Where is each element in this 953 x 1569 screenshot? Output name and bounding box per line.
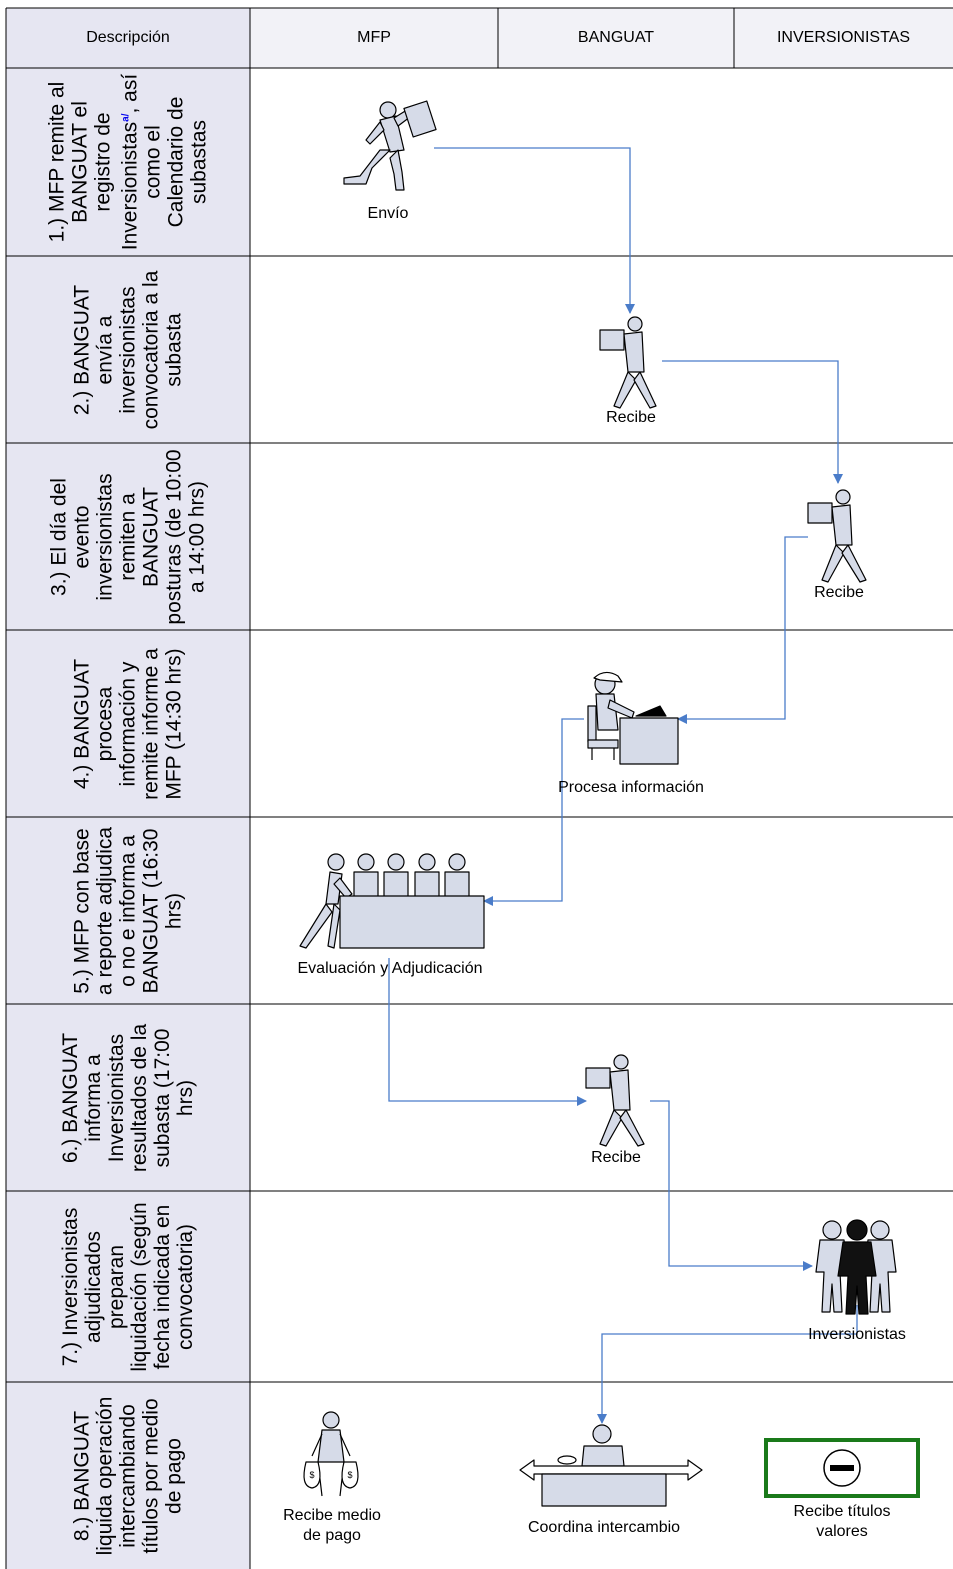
dollar-sign: $ (347, 1470, 352, 1480)
description-cell-6: 6.) BANGUAT informa a Inversionistas res… (6, 1004, 250, 1191)
connector-envio-to-recibe (434, 147, 635, 314)
step-8-text: 8.) BANGUAT liquida operación intercambi… (70, 1396, 186, 1555)
receiving-person-icon (599, 316, 657, 409)
computer-worker-icon (587, 671, 679, 765)
dollar-sign: $ (309, 1470, 314, 1480)
header-background (250, 8, 953, 68)
label-recibe-step2: Recibe (606, 409, 656, 426)
step-7-text: 7.) Inversionistas adjudicados preparan … (59, 1201, 197, 1372)
money-bags-icon (303, 1411, 359, 1497)
description-cell-4: 4.) BANGUAT procesa información y remite… (6, 630, 250, 817)
table-grid (5, 7, 953, 1569)
label-procesa-informacion: Procesa información (558, 779, 704, 796)
connector-evaluacion-to-recibe (388, 958, 587, 1106)
header-mfp: MFP (357, 29, 391, 46)
connector-recibe-to-inversionistas (650, 1100, 813, 1271)
description-cell-2: 2.) BANGUAT envía a inversionistas convo… (6, 256, 250, 443)
coordinator-desk-icon (519, 1424, 703, 1507)
label-inversionistas: Inversionistas (808, 1326, 906, 1343)
footnote-marker: a/ (120, 113, 132, 122)
label-envio: Envío (367, 205, 409, 222)
securities-certificate-icon (764, 1438, 920, 1498)
running-person-icon (343, 100, 437, 191)
receiving-person-icon (585, 1054, 645, 1147)
investors-group-icon (815, 1219, 897, 1315)
label-recibe-step3: Recibe (814, 584, 864, 601)
connector-procesa-to-evaluacion (483, 718, 584, 906)
step-5-text: 5.) MFP con base a reporte adjudica o no… (70, 826, 186, 995)
connector-inversionistas-to-coordina (597, 1305, 858, 1424)
description-cell-7: 7.) Inversionistas adjudicados preparan … (6, 1191, 250, 1382)
label-evaluacion-adjudicacion: Evaluación y Adjudicación (297, 960, 483, 977)
step-4-text: 4.) BANGUAT procesa información y remite… (70, 647, 186, 800)
receiving-person-icon (807, 489, 867, 583)
connector-recibe-to-recibe (662, 360, 843, 484)
header-inversionistas: INVERSIONISTAS (776, 29, 911, 46)
description-cell-5: 5.) MFP con base a reporte adjudica o no… (6, 817, 250, 1004)
step-2-text: 2.) BANGUAT envía a inversionistas convo… (70, 270, 186, 429)
description-cell-8: 8.) BANGUAT liquida operación intercambi… (6, 1382, 250, 1569)
step-1-text: 1.) MFP remite al BANGUAT el registro de… (45, 73, 211, 251)
description-column-background (6, 8, 250, 1569)
step-3-text: 3.) El día del evento inversionistas rem… (47, 448, 209, 625)
committee-icon (299, 853, 485, 949)
description-cell-3: 3.) El día del evento inversionistas rem… (6, 443, 250, 630)
description-cell-1: 1.) MFP remite al BANGUAT el registro de… (6, 68, 250, 256)
step-6-text: 6.) BANGUAT informa a Inversionistas res… (59, 1023, 197, 1172)
header-banguat: BANGUAT (577, 29, 655, 46)
header-description: Descripción (86, 29, 170, 46)
label-coordina-intercambio: Coordina intercambio (527, 1519, 681, 1536)
label-recibe-step6: Recibe (591, 1149, 641, 1166)
connector-recibe-to-procesa (677, 536, 808, 724)
flow-connectors (388, 147, 858, 1424)
